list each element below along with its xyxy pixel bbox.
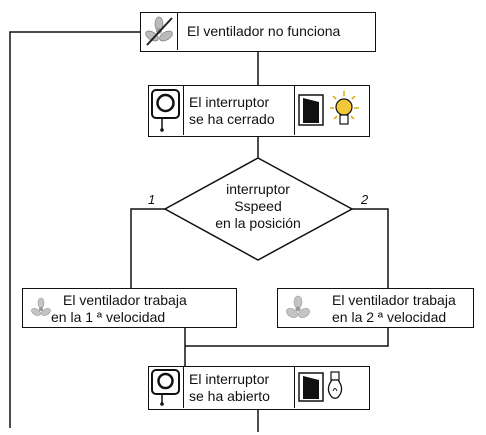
- speed2-box: El ventilador trabaja en la 2 ª velocida…: [277, 288, 474, 328]
- light-switch-icon: [298, 372, 324, 402]
- connector-decision-right: [352, 208, 389, 288]
- speed1-line2: en la 1 ª velocidad: [51, 309, 166, 325]
- connectors: [9, 31, 389, 432]
- connector-decision-left: [130, 208, 165, 288]
- connector-speed2-join: [185, 328, 389, 347]
- speed2-line1: El ventilador trabaja: [332, 292, 456, 308]
- speed1-box: El ventilador trabaja en la 1 ª velocida…: [22, 288, 237, 328]
- light-switch-icon: [298, 94, 324, 126]
- decision-line2: Sspeed: [234, 198, 282, 214]
- loop-back-line: [9, 31, 140, 428]
- switch-closed-line2: se ha cerrado: [189, 111, 275, 127]
- branch-label-left: 1: [148, 192, 156, 207]
- start-label: El ventilador no funciona: [187, 23, 341, 39]
- fan-off-icon: [145, 16, 173, 46]
- speed1-line1: El ventilador trabaja: [63, 292, 187, 308]
- decision-diamond: [163, 157, 354, 261]
- switch-closed-line1: El interruptor: [189, 94, 270, 110]
- start-box: El ventilador no funciona: [140, 12, 376, 52]
- speed2-line2: en la 2 ª velocidad: [332, 309, 447, 325]
- branch-label-right: 2: [361, 192, 369, 207]
- bulb-off-icon: [327, 371, 343, 399]
- fan-off-icon-cell: [141, 13, 178, 50]
- fan-fast-icon: [286, 295, 310, 318]
- switch-closed-box: El interruptor se ha cerrado: [148, 85, 370, 137]
- switch-opened-line2: se ha abierto: [189, 388, 270, 404]
- switch-opened-box: El interruptor se ha abierto: [148, 366, 370, 410]
- fan-slow-icon: [31, 297, 51, 316]
- switch-ring-icon: [151, 369, 180, 406]
- decision-line3: en la posición: [215, 215, 301, 231]
- switch-ring-icon: [151, 89, 180, 132]
- decision-line1: interruptor: [226, 181, 290, 197]
- switch-opened-line1: El interruptor: [189, 371, 270, 387]
- bulb-on-icon: [330, 91, 359, 125]
